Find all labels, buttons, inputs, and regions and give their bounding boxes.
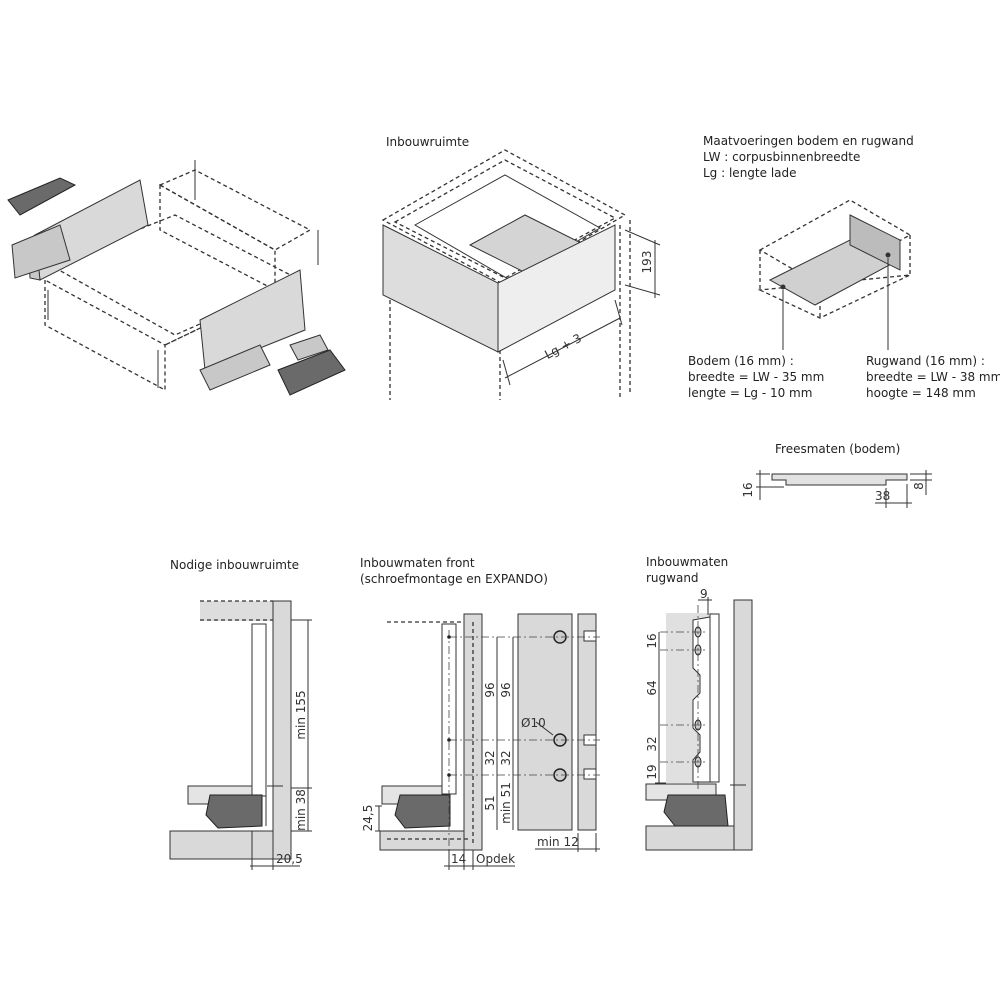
dim-min12: min 12 — [537, 835, 579, 849]
dim-milling-8: 8 — [912, 482, 926, 490]
installation-space-title: Inbouwruimte — [386, 135, 469, 149]
back-panel-title: Rugwand (16 mm) : — [866, 354, 985, 368]
dim-24-5: 24,5 — [361, 805, 375, 832]
dim-min155: min 155 — [294, 690, 308, 739]
back-panel-height: hoogte = 148 mm — [866, 386, 976, 400]
back-panel-width: breedte = LW - 38 mm — [866, 370, 1000, 384]
bottom-back-panel-illustration — [757, 199, 912, 350]
dim-back-16: 16 — [645, 633, 659, 648]
exploded-drawer-illustration — [7, 160, 346, 396]
dim-back-64: 64 — [645, 680, 659, 695]
dim-96-inner: 96 — [483, 682, 497, 697]
dim-32-outer: 32 — [499, 750, 513, 765]
dim-milling-16: 16 — [741, 482, 755, 497]
dim-back-9: 9 — [700, 587, 708, 601]
dim-96-outer: 96 — [499, 682, 513, 697]
dim-32-inner: 32 — [483, 750, 497, 765]
bottom-panel-title: Bodem (16 mm) : — [688, 354, 794, 368]
installation-space-illustration — [381, 149, 661, 400]
dim-51: 51 — [483, 795, 497, 810]
dim-14: 14 — [451, 852, 466, 866]
required-space-drawing — [169, 600, 312, 870]
dim-length-lg3: Lg + 3 — [542, 331, 584, 362]
required-space-title: Nodige inbouwruimte — [170, 558, 299, 572]
bottom-panel-length: lengte = Lg - 10 mm — [688, 386, 812, 400]
front-subtitle: (schroefmontage en EXPANDO) — [360, 572, 548, 586]
dim-min38: min 38 — [294, 789, 308, 831]
back-title-line1: Inbouwmaten — [646, 555, 728, 569]
milling-title: Freesmaten (bodem) — [775, 442, 900, 456]
dim-hole-diameter: Ø10 — [521, 716, 546, 730]
back-title-line2: rugwand — [646, 571, 699, 585]
dim-20-5: 20,5 — [276, 852, 303, 866]
milling-profile — [756, 470, 932, 508]
dimensions-title: Maatvoeringen bodem en rugwand — [703, 134, 914, 148]
dim-back-19: 19 — [645, 764, 659, 779]
dim-overlay: Opdek — [476, 852, 515, 866]
dim-min51: min 51 — [499, 782, 513, 824]
dim-back-32: 32 — [645, 736, 659, 751]
legend-lg: Lg : lengte lade — [703, 166, 797, 180]
back-drawing — [645, 597, 753, 851]
bottom-panel-width: breedte = LW - 35 mm — [688, 370, 824, 384]
front-drawing — [375, 613, 600, 870]
front-title: Inbouwmaten front — [360, 556, 475, 570]
dim-height-193: 193 — [640, 251, 654, 274]
legend-lw: LW : corpusbinnenbreedte — [703, 150, 860, 164]
dim-milling-38: 38 — [875, 489, 890, 503]
